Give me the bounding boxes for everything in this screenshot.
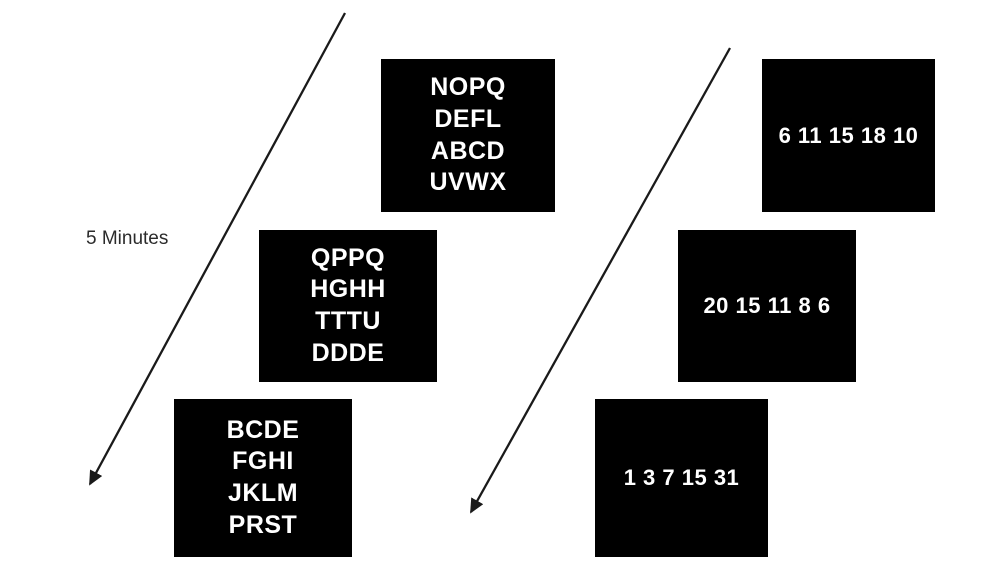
stimulus-line: DDDE xyxy=(311,338,385,367)
duration-label: 5 Minutes xyxy=(86,228,169,249)
stimulus-line: 20 15 11 8 6 xyxy=(703,293,831,318)
stimulus-line: NOPQ xyxy=(430,73,506,101)
stimulus-box-letters-top: NOPQ DEFL ABCD UVWX xyxy=(381,59,555,212)
stimulus-box-letters-bottom: BCDE FGHI JKLM PRST xyxy=(174,399,352,557)
stimulus-line: JKLM xyxy=(227,479,299,507)
stimulus-box-letters-middle: QPPQ HGHH TTTU DDDE xyxy=(259,230,437,382)
stimulus-line: UVWX xyxy=(429,168,507,197)
stimulus-line: HGHH xyxy=(310,275,386,304)
stimulus-line: TTTU xyxy=(315,307,381,335)
stimulus-line: FGHI xyxy=(232,447,294,476)
stimulus-line: PRST xyxy=(228,510,298,539)
stimulus-box-digits-middle: 20 15 11 8 6 xyxy=(678,230,856,382)
stimulus-line: 6 11 15 18 10 xyxy=(778,122,919,148)
stimulus-line: BCDE xyxy=(226,415,300,444)
stimulus-box-digits-top: 6 11 15 18 10 xyxy=(762,59,935,212)
stimulus-line: ABCD xyxy=(430,136,506,165)
stimulus-line: QPPQ xyxy=(310,243,386,272)
stimulus-line: DEFL xyxy=(434,104,502,133)
stimulus-line: 1 3 7 15 31 xyxy=(623,465,740,490)
stimulus-box-digits-bottom: 1 3 7 15 31 xyxy=(595,399,768,557)
